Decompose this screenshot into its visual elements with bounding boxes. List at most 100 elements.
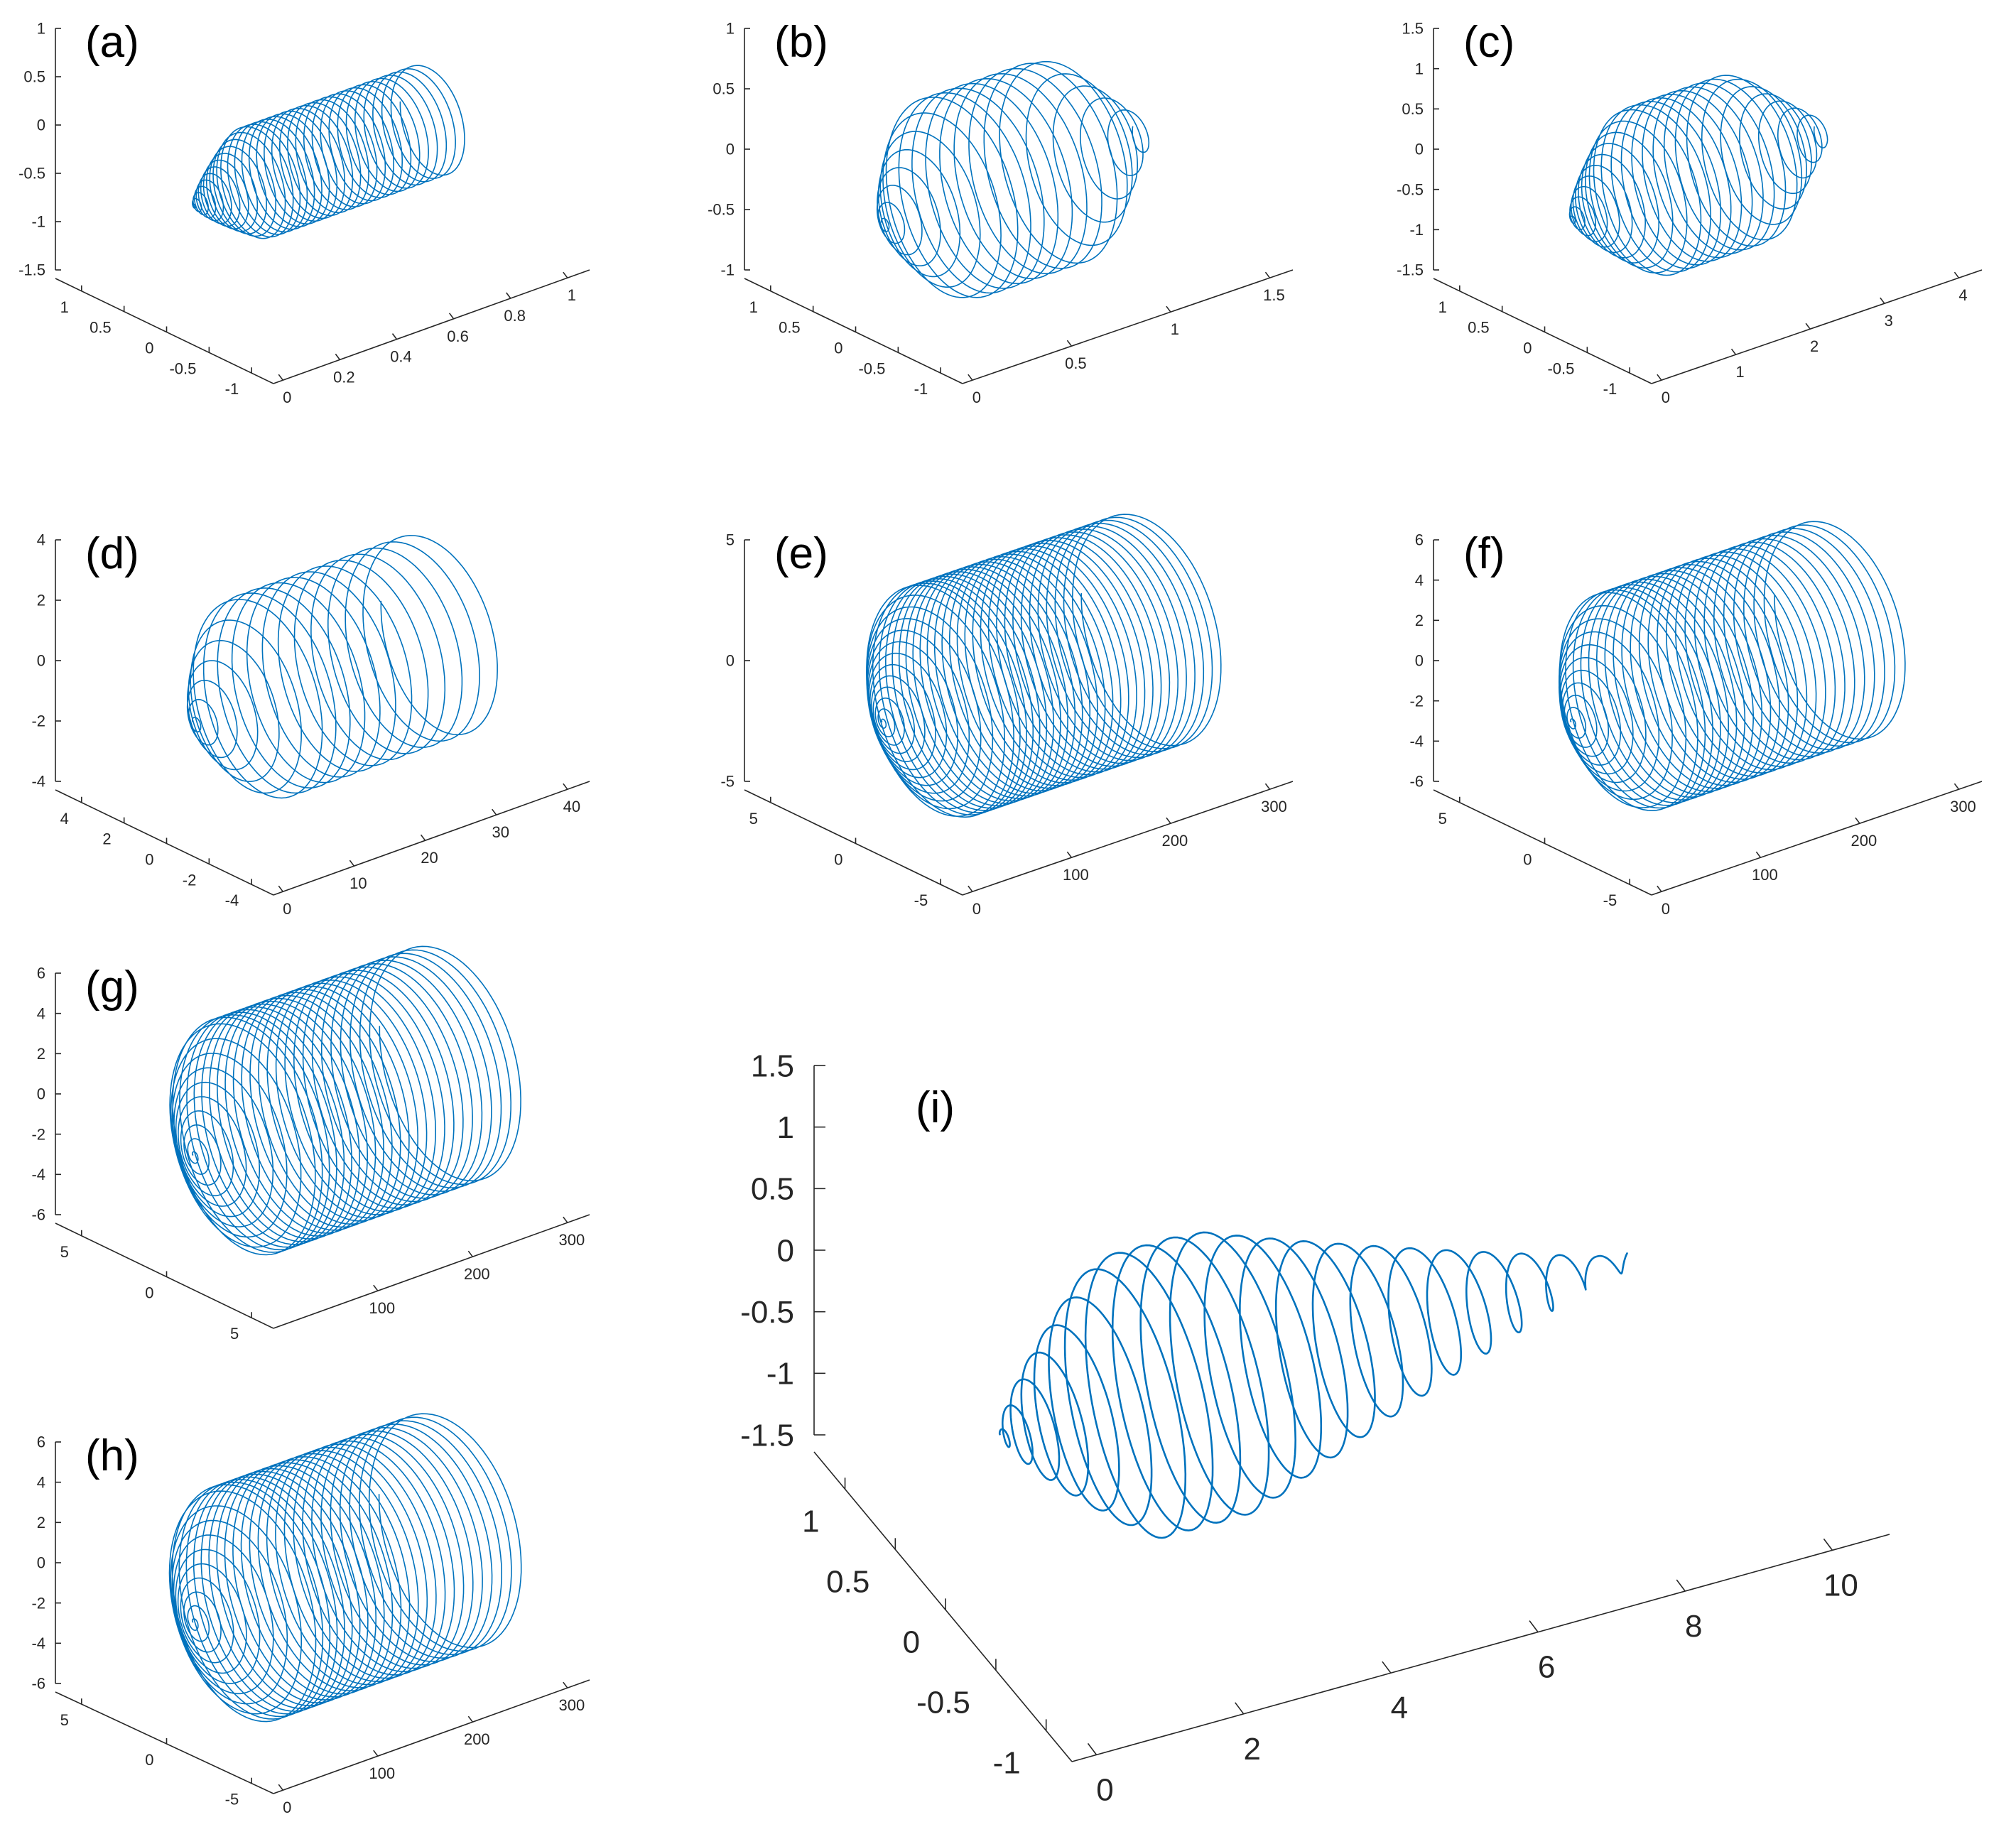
z-tick-label: -1: [720, 261, 735, 279]
x-tick-label: 0: [283, 389, 291, 406]
x-tick-mark: [968, 885, 973, 892]
y-tick-label: -0.5: [858, 359, 885, 377]
z-tick-label: -2: [31, 1594, 45, 1612]
z-tick-label: -0.5: [18, 165, 45, 183]
y-tick-label: 1: [802, 1504, 819, 1539]
y-tick-label: 0: [145, 1751, 153, 1769]
x-tick-mark: [1087, 1742, 1098, 1755]
z-tick-label: 4: [37, 531, 45, 549]
x-tick-label: 2: [1810, 337, 1819, 355]
y-tick-label: 5: [60, 1711, 69, 1729]
x-tick-label: 0: [283, 1799, 291, 1816]
y-tick-label: -4: [225, 891, 239, 909]
z-tick-label: -6: [1409, 773, 1424, 791]
x-tick-label: 100: [1063, 866, 1089, 884]
x-tick-label: 3: [1885, 312, 1893, 330]
z-tick-label: 0.5: [712, 80, 735, 98]
panel-label: (d): [85, 529, 139, 578]
y-tick-label: 0: [834, 850, 842, 868]
x-tick-mark: [278, 374, 283, 381]
x-tick-mark: [1657, 374, 1662, 381]
y-axis-line: [1433, 789, 1652, 896]
z-tick-label: 1.5: [1402, 20, 1424, 38]
y-tick-label: 0.5: [90, 319, 112, 337]
x-tick-mark: [1730, 348, 1737, 355]
z-tick-label: -6: [31, 1675, 45, 1693]
y-tick-label: -5: [1603, 891, 1617, 909]
y-tick-label: 1: [1438, 298, 1447, 316]
z-tick-label: -1.5: [1397, 261, 1424, 279]
x-tick-mark: [373, 1750, 379, 1757]
z-tick-label: 2: [1415, 612, 1424, 629]
y-tick-label: -5: [225, 1791, 239, 1809]
y-tick-label: -0.5: [169, 359, 196, 377]
z-tick-label: 0: [1415, 652, 1424, 670]
y-tick-label: 5: [1438, 810, 1447, 828]
x-axis-line: [1071, 1534, 1890, 1762]
x-tick-mark: [563, 783, 568, 790]
x-tick-label: 0: [1662, 900, 1670, 918]
y-tick-label: -1: [914, 380, 928, 398]
x-tick-label: 1: [1171, 320, 1179, 338]
x-tick-mark: [1855, 817, 1860, 824]
z-tick-label: 0: [37, 1554, 45, 1572]
z-tick-label: 1: [726, 20, 735, 38]
z-tick-label: -1: [766, 1357, 794, 1392]
x-axis-line: [273, 1214, 590, 1329]
x-tick-mark: [1880, 297, 1885, 304]
y-tick-label: -1: [1603, 380, 1617, 398]
x-tick-label: 0.8: [504, 307, 526, 325]
y-tick-label: 0: [145, 339, 153, 357]
z-tick-label: -4: [31, 773, 45, 791]
z-tick-label: -2: [31, 712, 45, 730]
z-tick-label: 6: [37, 1433, 45, 1451]
x-tick-label: 1: [1735, 363, 1744, 381]
trajectory-curve: [876, 60, 1150, 298]
x-axis-line: [1651, 781, 1983, 896]
y-axis-line: [55, 278, 274, 384]
z-tick-label: 6: [37, 965, 45, 982]
y-axis-line: [55, 789, 274, 896]
x-axis-line: [962, 781, 1294, 896]
y-axis-line: [55, 1691, 274, 1794]
z-tick-label: 0: [726, 652, 735, 670]
x-tick-mark: [968, 374, 973, 381]
x-tick-mark: [278, 1784, 283, 1791]
y-tick-label: 0: [145, 1284, 153, 1301]
y-axis-line: [55, 1222, 274, 1329]
x-tick-mark: [278, 885, 283, 892]
x-tick-label: 0: [1096, 1772, 1113, 1807]
z-tick-label: -2: [31, 1125, 45, 1143]
z-tick-label: 0.5: [23, 68, 45, 86]
x-tick-mark: [467, 1715, 473, 1723]
x-tick-label: 4: [1958, 286, 1967, 304]
y-tick-label: -0.5: [1547, 359, 1574, 377]
trajectory-curve: [192, 65, 465, 239]
z-tick-label: -1.5: [18, 261, 45, 279]
x-tick-label: 300: [1261, 798, 1287, 815]
x-tick-label: 300: [558, 1696, 585, 1714]
panel-label: (a): [85, 18, 139, 67]
x-tick-mark: [1264, 783, 1271, 790]
y-tick-label: 0: [903, 1625, 920, 1659]
z-tick-label: 0: [37, 652, 45, 670]
x-tick-label: 300: [558, 1231, 585, 1249]
y-axis-line: [813, 1451, 1073, 1762]
y-tick-label: 1: [60, 298, 69, 316]
x-tick-label: 1.5: [1263, 286, 1285, 304]
z-tick-label: -6: [31, 1206, 45, 1224]
trajectory-curve: [866, 514, 1222, 818]
y-axis-line: [744, 278, 963, 384]
x-axis-line: [273, 781, 590, 896]
y-axis-line: [744, 789, 963, 896]
panel-label: (c): [1463, 18, 1514, 67]
x-tick-mark: [1264, 271, 1271, 278]
z-tick-label: 4: [37, 1473, 45, 1491]
x-tick-mark: [506, 292, 511, 299]
x-tick-label: 0: [972, 900, 981, 918]
x-tick-mark: [492, 808, 497, 815]
